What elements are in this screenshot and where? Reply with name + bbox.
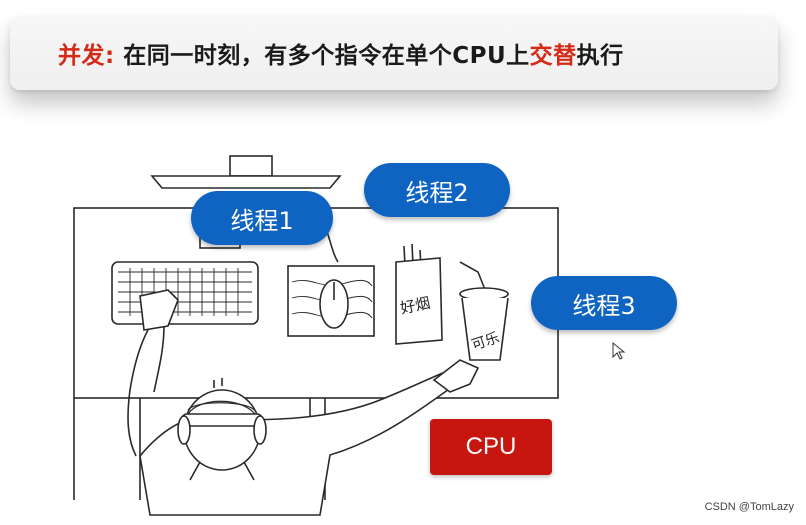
thread-2-pill: 线程2 [364,163,510,217]
cigarette-pack [395,243,443,345]
cigarette-label: 好烟 [399,294,432,318]
cpu-box: CPU [430,419,552,475]
title-banner: 并发: 在同一时刻，有多个指令在单个CPU上交替执行 [10,16,778,90]
person [127,289,480,516]
concurrency-term: 并发 [58,43,105,69]
banner-text: 并发: 在同一时刻，有多个指令在单个CPU上交替执行 [58,36,624,70]
mouse-cursor [612,341,626,360]
csdn-watermark: CSDN @TomLazy [704,501,794,513]
definition-text-after: 执行 [576,43,624,69]
term-colon: : [105,43,115,69]
definition-text-before: 在同一时刻，有多个指令在单个CPU上 [114,43,530,69]
cola-cup [459,261,509,361]
thread-1-pill: 线程1 [191,191,333,245]
thread-3-pill: 线程3 [531,276,677,330]
mouse-and-pad [287,219,375,337]
alternating-highlight: 交替 [529,43,577,69]
keyboard [111,261,259,325]
